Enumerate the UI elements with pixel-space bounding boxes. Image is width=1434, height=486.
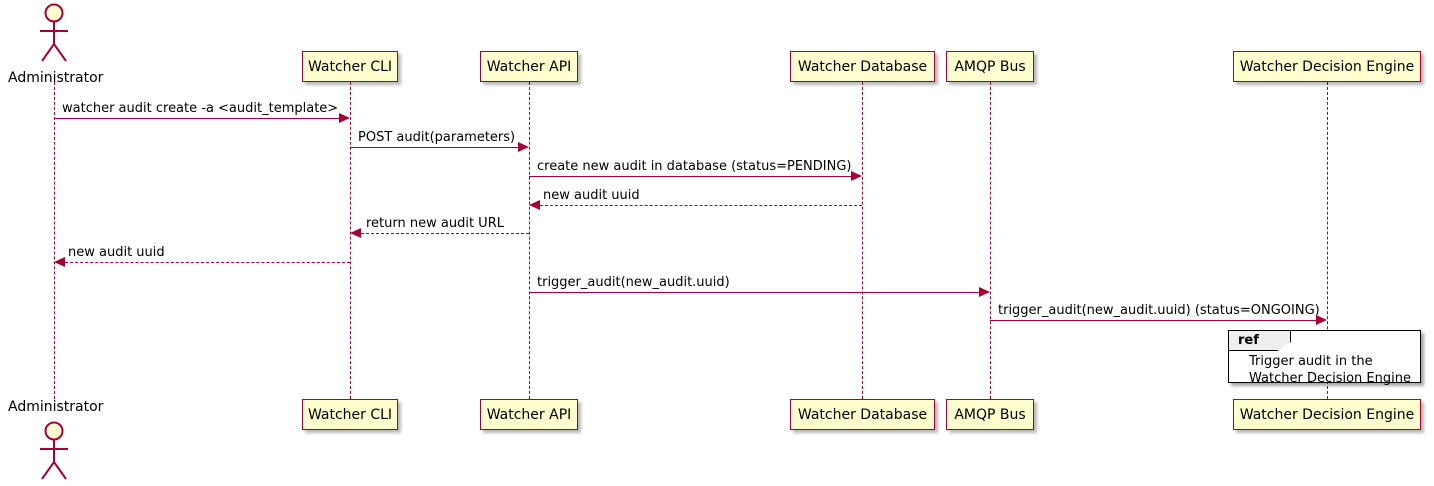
message-line-5: [361, 233, 529, 234]
participant-watcher-cli-top[interactable]: Watcher CLI: [302, 51, 398, 82]
actor-stick-figure-icon: [40, 3, 68, 62]
message-line-1: [54, 118, 339, 119]
arrow-head-1: [339, 113, 350, 123]
message-label-4: new audit uuid: [543, 188, 640, 203]
participant-watcher-cli-bottom[interactable]: Watcher CLI: [302, 399, 398, 430]
actor-stick-figure-icon: [40, 421, 68, 480]
arrow-head-5: [350, 228, 361, 238]
message-line-8: [990, 320, 1316, 321]
message-label-7: trigger_audit(new_audit.uuid): [537, 275, 730, 290]
participant-watcher-decision-engine-top[interactable]: Watcher Decision Engine: [1233, 51, 1421, 82]
lifeline-administrator: [54, 82, 55, 399]
arrow-head-7: [979, 287, 990, 297]
actor-label-administrator-bottom: Administrator: [8, 399, 104, 415]
lifeline-amqp-bus: [990, 82, 991, 399]
message-line-4: [540, 205, 862, 206]
participant-watcher-decision-engine-bottom[interactable]: Watcher Decision Engine: [1233, 399, 1421, 430]
message-line-7: [529, 292, 979, 293]
participant-watcher-database-bottom[interactable]: Watcher Database: [790, 399, 935, 430]
actor-administrator-top: [30, 2, 78, 64]
message-label-1: watcher audit create -a <audit_template>: [62, 101, 339, 116]
participant-watcher-api-top[interactable]: Watcher API: [480, 51, 578, 82]
message-label-2: POST audit(parameters): [358, 130, 516, 145]
arrow-head-4: [529, 200, 540, 210]
ref-fragment[interactable]: ref Trigger audit in the Watcher Decisio…: [1228, 330, 1421, 386]
ref-fragment-line-1: Trigger audit in the: [1249, 354, 1373, 369]
actor-label-administrator-top: Administrator: [8, 70, 104, 86]
lifeline-watcher-database: [862, 82, 863, 399]
lifeline-watcher-api: [529, 82, 530, 399]
arrow-head-2: [518, 142, 529, 152]
arrow-head-3: [851, 171, 862, 181]
lifeline-watcher-decision-engine: [1327, 82, 1328, 399]
message-label-5: return new audit URL: [366, 216, 504, 231]
participant-watcher-database-top[interactable]: Watcher Database: [790, 51, 935, 82]
ref-fragment-tab-label: ref: [1229, 331, 1291, 351]
message-line-6: [65, 262, 350, 263]
arrow-head-8: [1316, 315, 1327, 325]
participant-watcher-api-bottom[interactable]: Watcher API: [480, 399, 578, 430]
ref-fragment-line-2: Watcher Decision Engine: [1249, 371, 1411, 386]
message-label-8: trigger_audit(new_audit.uuid) (status=ON…: [998, 303, 1320, 318]
message-line-3: [529, 176, 851, 177]
ref-fragment-body: Trigger audit in the Watcher Decision En…: [1249, 353, 1411, 387]
actor-administrator-bottom: [30, 420, 78, 482]
participant-amqp-bus-top[interactable]: AMQP Bus: [946, 51, 1034, 82]
lifeline-watcher-cli: [350, 82, 351, 399]
message-label-6: new audit uuid: [68, 245, 165, 260]
message-label-3: create new audit in database (status=PEN…: [537, 159, 852, 174]
arrow-head-6: [54, 257, 65, 267]
message-line-2: [350, 147, 518, 148]
participant-amqp-bus-bottom[interactable]: AMQP Bus: [946, 399, 1034, 430]
